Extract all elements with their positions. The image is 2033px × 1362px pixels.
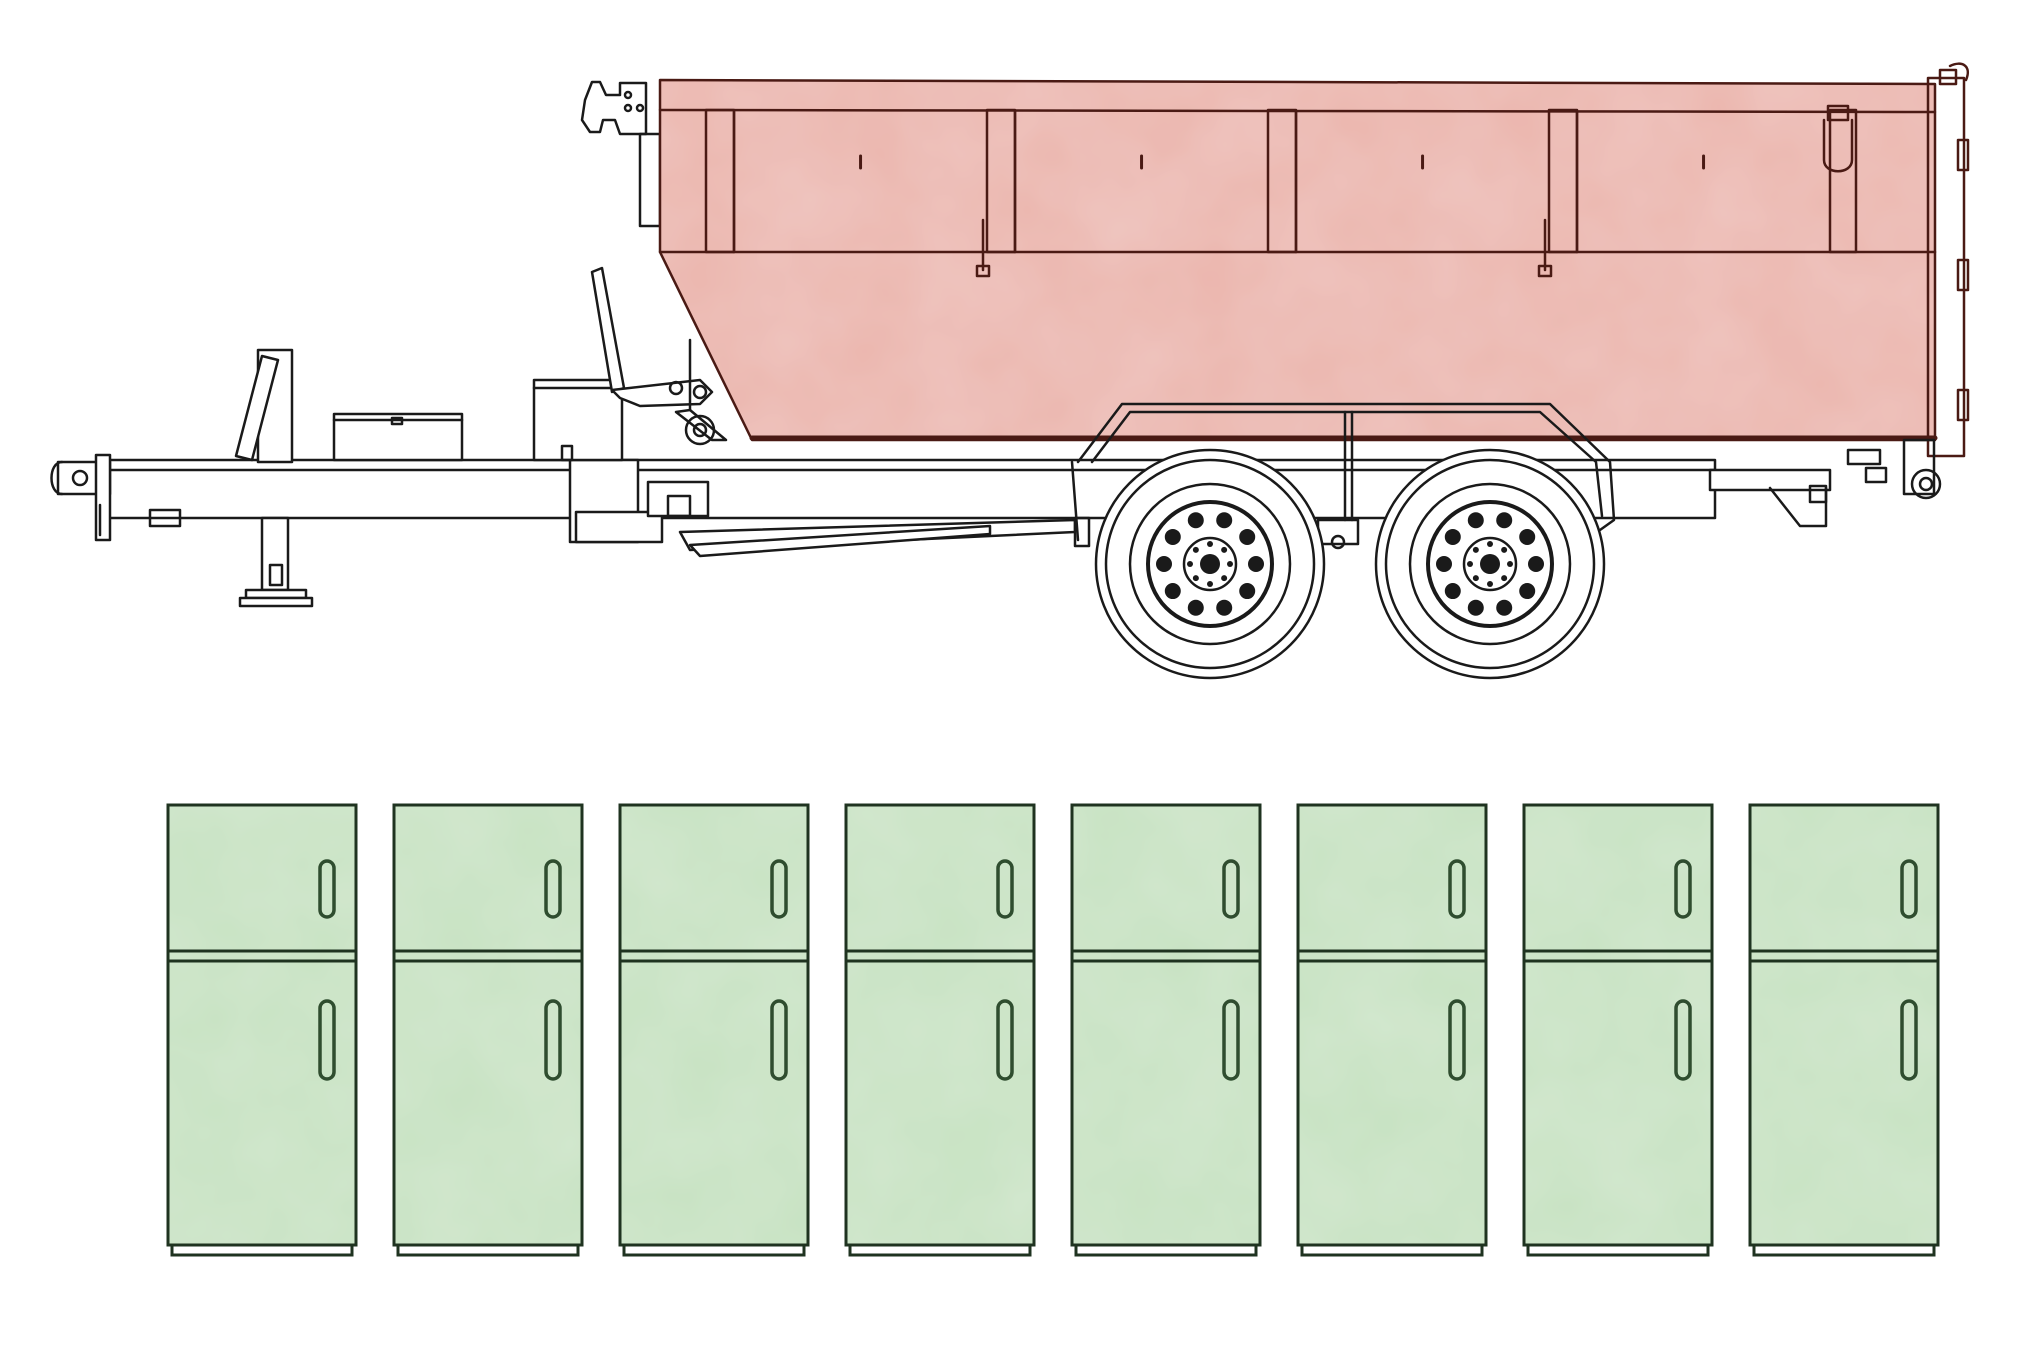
container-rear-door — [1822, 62, 1970, 458]
refrigerator — [1748, 803, 1940, 1257]
refrigerator — [392, 803, 584, 1257]
control-box — [532, 378, 624, 462]
dumpster-container — [658, 62, 1970, 458]
container-panel — [975, 108, 1144, 278]
container-door-panels — [704, 108, 1858, 278]
container-panel — [1266, 108, 1425, 254]
refrigerator — [1296, 803, 1488, 1257]
trailer-hitch — [50, 453, 182, 542]
refrigerator — [1522, 803, 1714, 1257]
jack-stand — [234, 348, 314, 608]
refrigerator — [844, 803, 1036, 1257]
refrigerator — [1070, 803, 1262, 1257]
hydraulic-arm — [590, 266, 728, 446]
tool-box — [332, 412, 464, 462]
hook-lift-arm — [580, 80, 662, 228]
refrigerator-row — [166, 803, 1940, 1257]
refrigerator — [618, 803, 810, 1257]
container-panel — [1537, 108, 1706, 278]
roll-off-trailer — [50, 62, 1970, 680]
container-panel — [704, 108, 863, 254]
wheel — [1374, 448, 1606, 680]
wheel — [1094, 448, 1326, 680]
refrigerator — [166, 803, 358, 1257]
trailer-wheels — [1094, 448, 1606, 680]
